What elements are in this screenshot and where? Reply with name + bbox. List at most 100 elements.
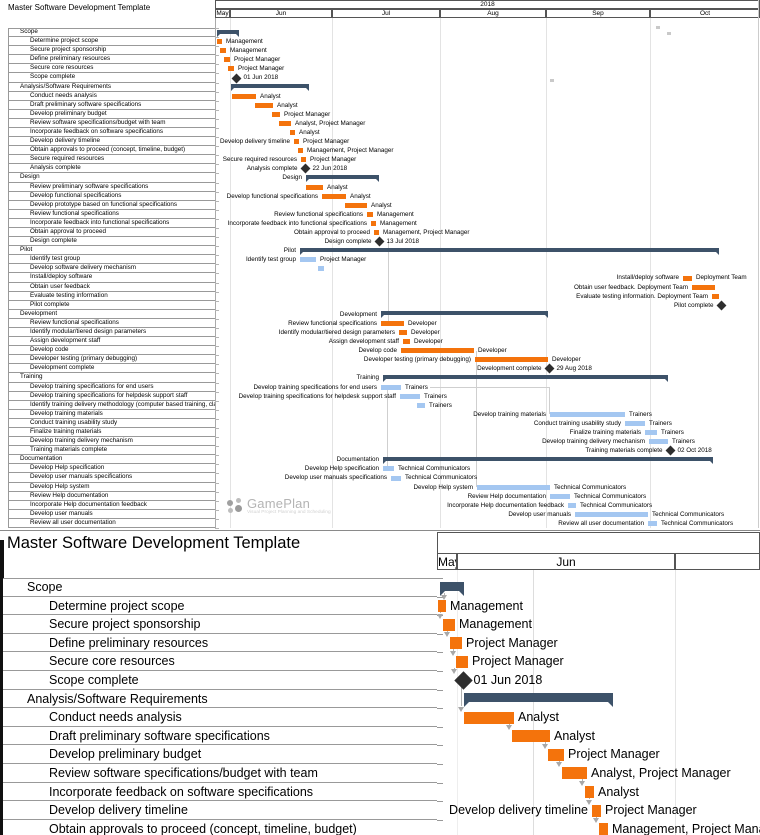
- task-row[interactable]: Secure core resources: [8, 64, 215, 74]
- task-row-section[interactable]: Design: [8, 173, 215, 183]
- task-bar[interactable]: [548, 748, 564, 761]
- team-task-bar[interactable]: [300, 257, 316, 263]
- zoom-task-row[interactable]: Secure project sponsorship: [3, 615, 437, 634]
- task-bar[interactable]: [512, 730, 550, 743]
- task-row[interactable]: Secure project sponsorship: [8, 46, 215, 56]
- task-row[interactable]: Define preliminary resources: [8, 55, 215, 65]
- task-row-section[interactable]: Analysis/Software Requirements: [8, 82, 215, 92]
- task-row[interactable]: Obtain approvals to proceed (concept, ti…: [8, 146, 215, 156]
- task-bar[interactable]: [217, 39, 222, 45]
- task-bar[interactable]: [224, 57, 230, 63]
- team-task-bar[interactable]: [383, 466, 394, 472]
- task-row[interactable]: Develop prototype based on functional sp…: [8, 200, 215, 210]
- team-task-bar[interactable]: [417, 402, 425, 408]
- zoom-task-row[interactable]: Scope complete: [3, 671, 437, 690]
- task-row[interactable]: Develop Help specification: [8, 464, 215, 474]
- task-bar[interactable]: [322, 193, 346, 199]
- task-row[interactable]: Evaluate testing information: [8, 291, 215, 301]
- task-bar[interactable]: [298, 148, 303, 154]
- task-bar[interactable]: [592, 804, 601, 817]
- task-bar[interactable]: [371, 220, 376, 226]
- task-bar[interactable]: [232, 93, 256, 99]
- task-row[interactable]: Review software specifications/budget wi…: [8, 118, 215, 128]
- team-task-bar[interactable]: [381, 384, 401, 390]
- summary-bar[interactable]: [231, 84, 309, 92]
- task-row[interactable]: Finalize training materials: [8, 428, 215, 438]
- task-row[interactable]: Pilot complete: [8, 300, 215, 310]
- task-row[interactable]: Develop preliminary budget: [8, 109, 215, 119]
- summary-bar[interactable]: [306, 175, 379, 182]
- task-row[interactable]: Development complete: [8, 364, 215, 374]
- summary-bar[interactable]: [464, 693, 613, 708]
- task-row-section[interactable]: Development: [8, 309, 215, 319]
- task-bar[interactable]: [456, 655, 468, 668]
- team-task-bar[interactable]: [649, 439, 668, 445]
- team-task-bar[interactable]: [568, 502, 576, 508]
- task-row[interactable]: Develop user manuals specifications: [8, 473, 215, 483]
- task-row[interactable]: Develop functional specifications: [8, 191, 215, 201]
- task-bar[interactable]: [381, 320, 404, 326]
- task-bar[interactable]: [438, 599, 446, 612]
- team-task-bar[interactable]: [477, 484, 550, 490]
- task-row[interactable]: Conduct training usability study: [8, 418, 215, 428]
- task-row[interactable]: Develop code: [8, 346, 215, 356]
- team-task-bar[interactable]: [648, 520, 657, 526]
- task-row[interactable]: Identify training delivery methodology (…: [8, 400, 215, 410]
- task-row[interactable]: Develop delivery timeline: [8, 137, 215, 147]
- zoom-task-row[interactable]: Develop preliminary budget: [3, 745, 437, 764]
- summary-bar[interactable]: [381, 311, 548, 319]
- team-task-bar[interactable]: [400, 393, 420, 399]
- task-bar[interactable]: [301, 157, 306, 163]
- task-bar[interactable]: [464, 711, 514, 724]
- task-row-section[interactable]: Pilot: [8, 246, 215, 256]
- task-bar[interactable]: [272, 111, 280, 117]
- task-row[interactable]: Draft preliminary software specification…: [8, 100, 215, 110]
- task-bar[interactable]: [712, 293, 719, 299]
- summary-bar[interactable]: [383, 456, 713, 464]
- task-row[interactable]: Training materials complete: [8, 446, 215, 456]
- task-bar[interactable]: [279, 120, 291, 126]
- task-row[interactable]: Review all user documentation: [8, 518, 215, 528]
- team-task-bar[interactable]: [391, 475, 401, 481]
- task-row-section[interactable]: Scope: [8, 28, 215, 38]
- team-task-bar[interactable]: [550, 493, 570, 499]
- zoom-task-row[interactable]: Develop delivery timeline: [3, 801, 437, 820]
- zoom-task-row[interactable]: Review software specifications/budget wi…: [3, 764, 437, 783]
- task-row[interactable]: Identify modular/tiered design parameter…: [8, 328, 215, 338]
- task-bar[interactable]: [255, 102, 273, 108]
- task-bar[interactable]: [403, 339, 410, 345]
- task-bar[interactable]: [562, 767, 587, 780]
- task-row[interactable]: Obtain approval to proceed: [8, 228, 215, 238]
- task-bar[interactable]: [450, 637, 462, 650]
- task-row[interactable]: Design complete: [8, 237, 215, 247]
- task-bar[interactable]: [399, 330, 407, 336]
- task-row[interactable]: Develop Help system: [8, 482, 215, 492]
- zoom-task-row[interactable]: Conduct needs analysis: [3, 708, 437, 727]
- task-row-section[interactable]: Documentation: [8, 455, 215, 465]
- task-row[interactable]: Develop training specifications for end …: [8, 382, 215, 392]
- task-row[interactable]: Identify test group: [8, 255, 215, 265]
- task-bar[interactable]: [443, 618, 455, 631]
- summary-bar[interactable]: [217, 29, 239, 37]
- task-row[interactable]: Develop software delivery mechanism: [8, 264, 215, 274]
- task-bar[interactable]: [585, 785, 594, 798]
- task-bar[interactable]: [683, 275, 692, 281]
- task-row[interactable]: Review functional specifications: [8, 318, 215, 328]
- task-bar[interactable]: [692, 284, 715, 290]
- task-row[interactable]: Obtain user feedback: [8, 282, 215, 292]
- task-bar[interactable]: [401, 348, 474, 354]
- task-row[interactable]: Develop training specifications for help…: [8, 391, 215, 401]
- task-bar[interactable]: [306, 184, 323, 190]
- zoom-task-row[interactable]: Secure core resources: [3, 652, 437, 671]
- task-bar[interactable]: [599, 823, 608, 835]
- zoom-task-row[interactable]: Incorporate feedback on software specifi…: [3, 782, 437, 802]
- team-task-bar[interactable]: [550, 411, 625, 417]
- team-task-bar[interactable]: [318, 266, 324, 272]
- task-row[interactable]: Developer testing (primary debugging): [8, 355, 215, 365]
- team-task-bar[interactable]: [645, 430, 657, 436]
- task-row[interactable]: Review preliminary software specificatio…: [8, 182, 215, 192]
- zoom-task-row[interactable]: Define preliminary resources: [3, 633, 437, 653]
- zoom-task-row-section[interactable]: Analysis/Software Requirements: [3, 689, 437, 709]
- zoom-task-row[interactable]: Obtain approvals to proceed (concept, ti…: [3, 819, 437, 835]
- task-row[interactable]: Secure required resources: [8, 155, 215, 165]
